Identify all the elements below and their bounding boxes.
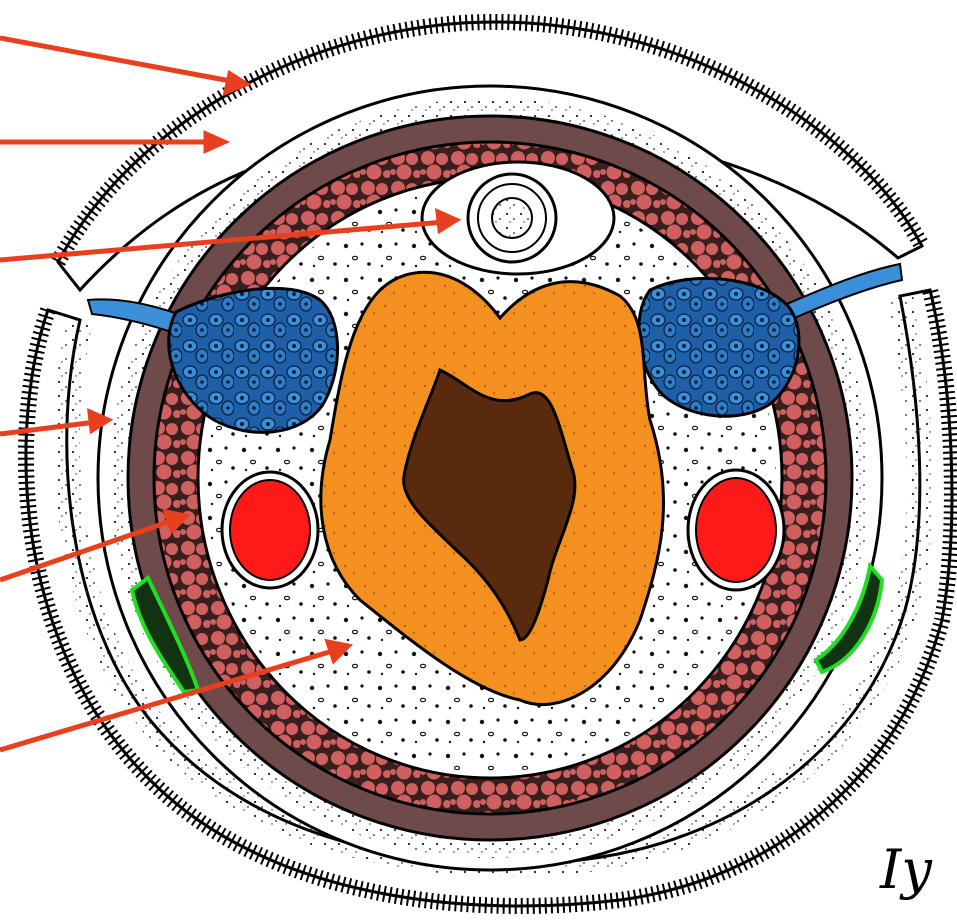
signature: Iy [879,838,933,901]
lateral-vessel-right [688,470,784,590]
lateral-vessel-left [222,472,318,588]
ovary-right [639,278,799,416]
pointer-arrow-cuticle [0,38,236,82]
